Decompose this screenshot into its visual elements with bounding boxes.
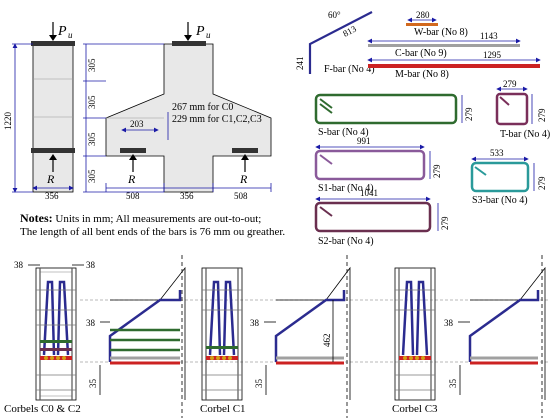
s3-bar-label: S3-bar (No 4) [472, 195, 528, 206]
bottom-plate-right [232, 148, 258, 153]
s3-bar-shape: 533 279 S3-bar (No 4) [470, 148, 547, 206]
notes-heading: Notes: [20, 211, 53, 225]
dim-38-c: 38 [444, 318, 454, 328]
c-bar-label: C-bar (No 9) [395, 48, 447, 59]
dim-38-a: 38 [86, 318, 96, 328]
f-bar-angle: 60° [328, 10, 341, 20]
bottom-plate [31, 148, 75, 153]
detail-c3: 38 35 [394, 255, 546, 418]
s3-bar-length: 533 [490, 148, 504, 158]
w-bar-shape: 280 W-bar (No 8) [406, 10, 468, 38]
height-dim: 1220 [3, 112, 13, 131]
s-bar-label: S-bar (No 4) [318, 127, 369, 138]
load-label: P [195, 24, 205, 39]
t-bar-height: 279 [537, 108, 547, 122]
s2-bar-length: 1041 [360, 188, 378, 198]
load-sub: u [206, 30, 211, 40]
f-bar-shape: 60° 813 241 F-bar (No 4) [295, 10, 375, 75]
vdim-1: 305 [87, 58, 97, 72]
load-label: P [57, 24, 67, 39]
s1-bar-shape: 991 279 S1-bar (No 4) [314, 136, 442, 194]
bottom-plate-left [120, 148, 146, 153]
s-bar-height: 279 [464, 107, 474, 121]
bdim-1: 508 [126, 191, 140, 201]
w-bar-length: 280 [416, 10, 430, 20]
callout-line2: 229 mm for C1,C2,C3 [172, 114, 262, 125]
dim-38-b: 38 [250, 318, 260, 328]
reaction-right-label: R [239, 172, 248, 186]
dim-35-b: 35 [254, 379, 264, 389]
w-bar-label: W-bar (No 8) [414, 27, 468, 38]
reaction-left-label: R [127, 172, 136, 186]
width-dim: 356 [45, 191, 59, 201]
c-bar-length: 1143 [480, 31, 498, 41]
top-plate [172, 41, 206, 46]
callout-line1: 267 mm for C0 [172, 102, 233, 113]
dim-35-a: 35 [88, 379, 98, 389]
dim-38-right: 38 [86, 260, 96, 270]
notes-line2: The length of all bent ends of the bars … [20, 226, 286, 238]
load-sub: u [68, 30, 73, 40]
s2-bar-shape: 1041 279 S2-bar (No 4) [314, 188, 450, 247]
s1-bar-length: 991 [357, 136, 371, 146]
dim-38-left: 38 [14, 260, 24, 270]
f-bar-label: F-bar (No 4) [324, 64, 375, 75]
t-bar-width: 279 [503, 79, 517, 89]
m-bar-label: M-bar (No 8) [395, 69, 449, 80]
s1-bar-height: 279 [432, 164, 442, 178]
t-bar-shape: 279 279 T-bar (No 4) [495, 79, 550, 140]
caption-c0-c2: Corbels C0 & C2 [4, 403, 81, 415]
vdim-4: 305 [87, 169, 97, 183]
c-bar-shape: 1143 C-bar (No 9) [367, 31, 521, 59]
dim-462: 462 [322, 334, 332, 348]
m-bar-length: 1295 [483, 50, 502, 60]
s1-bar-label: S1-bar (No 4) [318, 183, 374, 194]
notes-line1: Units in mm; All measurements are out-to… [52, 213, 262, 225]
s2-bar-height: 279 [440, 216, 450, 230]
detail-c0-c2: 38 38 38 35 [14, 255, 186, 418]
s3-bar-height: 279 [537, 176, 547, 190]
t-bar-label: T-bar (No 4) [500, 129, 550, 140]
m-bar-shape: 1295 M-bar (No 8) [367, 50, 541, 80]
inner-dim: 203 [130, 119, 144, 129]
specimen-column: P u R 1220 356 [3, 22, 75, 201]
s2-bar-label: S2-bar (No 4) [318, 236, 374, 247]
dim-35-c: 35 [448, 379, 458, 389]
vdim-2: 305 [87, 95, 97, 109]
bdim-3: 508 [234, 191, 248, 201]
vdim-3: 305 [87, 132, 97, 146]
s-bar-shape: 279 S-bar (No 4) [314, 93, 474, 138]
bdim-2: 356 [180, 191, 194, 201]
detail-c1: 38 462 35 [201, 255, 351, 418]
top-plate [31, 41, 75, 46]
f-bar-height: 241 [295, 57, 305, 71]
notes-block: Notes: Units in mm; All measurements are… [20, 212, 320, 239]
reaction-label: R [46, 172, 55, 186]
caption-c1: Corbel C1 [200, 403, 246, 415]
specimen-corbel: P u R R 305 305 305 305 203 267 mm for C… [83, 22, 272, 201]
caption-c3: Corbel C3 [392, 403, 438, 415]
